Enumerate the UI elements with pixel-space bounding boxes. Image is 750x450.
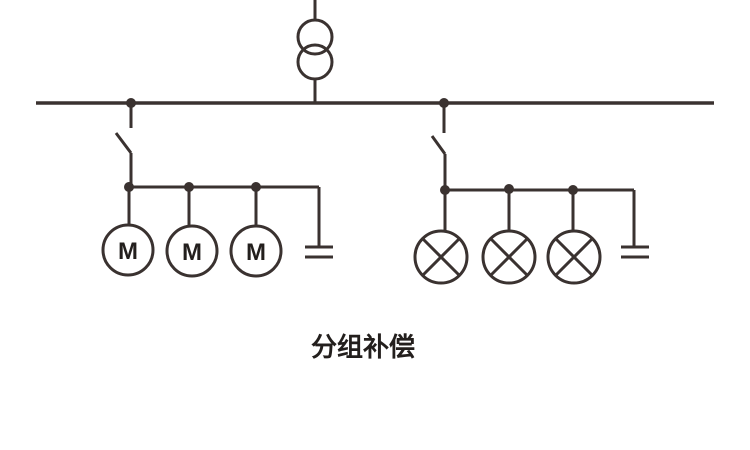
diagram-caption: 分组补偿 [310,333,415,363]
capacitor-symbol [305,245,333,259]
motor-label: M [182,239,202,266]
motor-label: M [118,238,138,265]
motor-icon: M [165,224,219,278]
motor-group-branch: M M M [101,98,333,278]
lamp-icon [481,229,537,285]
transformer-symbol [296,0,334,103]
motor-icon: M [101,223,155,277]
capacitor-symbol [621,245,649,259]
switch-blade [430,135,447,155]
lamp-icon [413,229,469,285]
lamp-icon [546,229,602,285]
lamp-group-branch [413,98,649,285]
motor-label: M [246,239,266,266]
motor-icon: M [229,224,283,278]
switch-blade [114,132,133,154]
